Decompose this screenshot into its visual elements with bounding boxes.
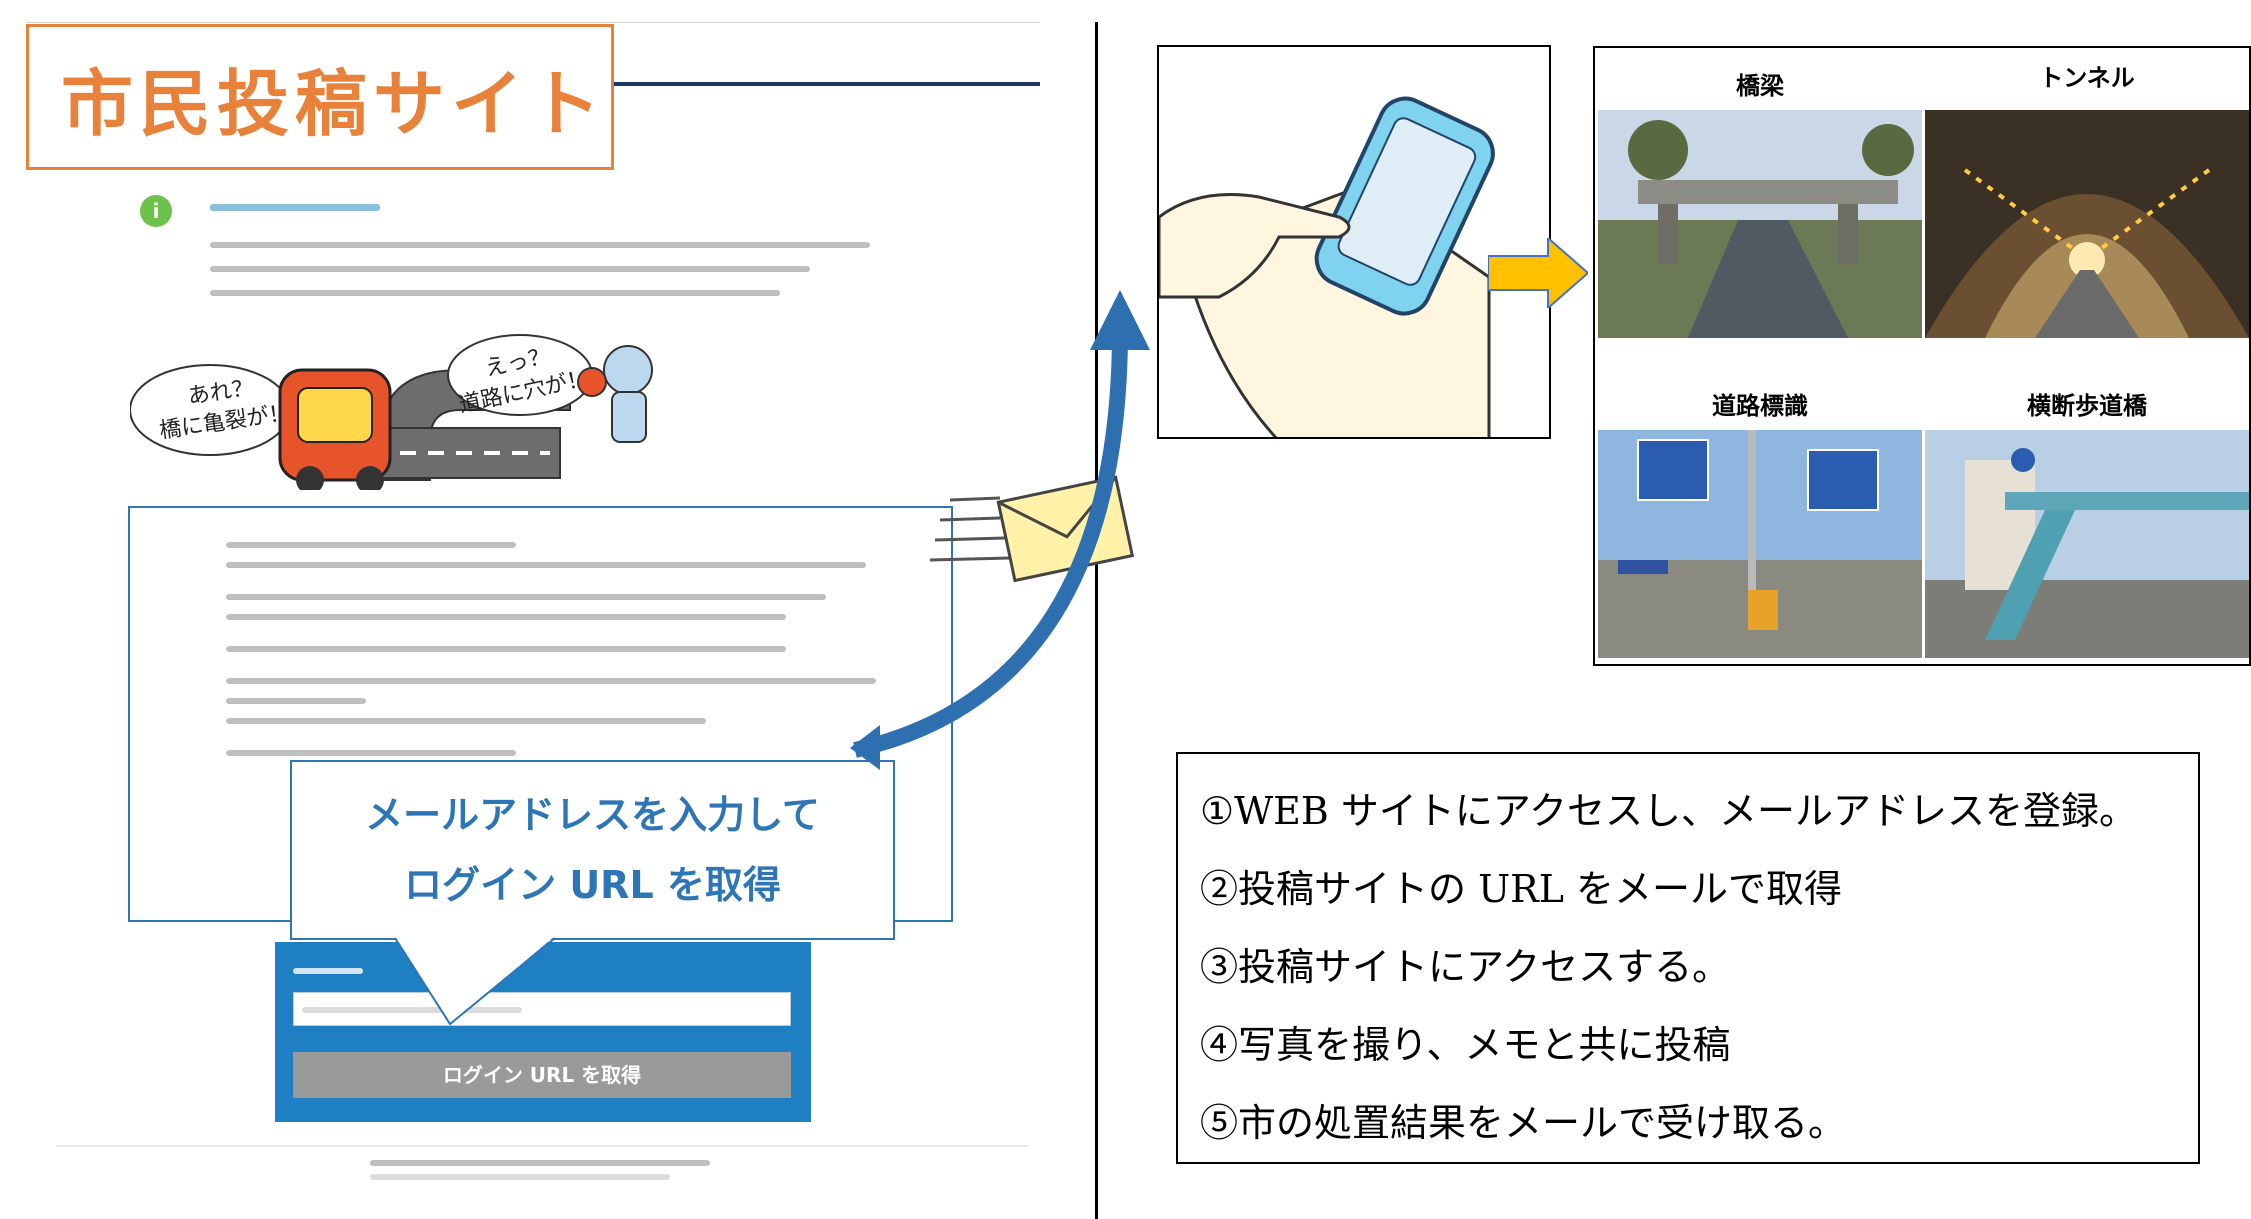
photo-tunnel xyxy=(1925,110,2249,338)
step-3: ③投稿サイトにアクセスする。 xyxy=(1200,945,1731,989)
vertical-divider xyxy=(1095,22,1098,1219)
title-rule xyxy=(614,82,1040,86)
callout-line2: ログイン URL を取得 xyxy=(404,863,781,907)
phone-illustration-panel xyxy=(1157,45,1551,439)
photo-label-pedestrian-bridge: 横断歩道橋 xyxy=(2027,392,2147,420)
bus-window xyxy=(297,387,373,443)
curved-arrow-tail xyxy=(850,725,880,770)
bus-wheel-front xyxy=(296,466,324,490)
photo-pedestrian-bridge xyxy=(1925,430,2249,658)
callout-line1: メールアドレスを入力して xyxy=(365,793,820,837)
envelope-icon xyxy=(996,475,1135,583)
photo-label-bridge: 橋梁 xyxy=(1736,72,1784,100)
info-icon: i xyxy=(140,195,172,227)
page-top-rule xyxy=(26,22,1040,23)
callout-pointer-fill xyxy=(395,936,555,1024)
photo-road-sign xyxy=(1598,430,1922,658)
curved-arrow xyxy=(853,329,1128,758)
magnifier-icon xyxy=(577,367,607,397)
character-head xyxy=(603,345,653,395)
speed-line xyxy=(949,496,1001,502)
photo-label-road-sign: 道路標識 xyxy=(1712,392,1808,420)
steps-box: ①WEB サイトにアクセスし、メールアドレスを登録。 ②投稿サイトの URL を… xyxy=(1176,752,2200,1164)
road-illustration xyxy=(130,334,653,490)
speed-line xyxy=(929,556,1011,562)
intro-paragraph-blur xyxy=(210,242,900,296)
bus-wheel-rear xyxy=(356,466,384,490)
infrastructure-photos-panel: 橋梁 トンネル 道路標識 横断歩道橋 xyxy=(1593,46,2251,666)
photo-bridge xyxy=(1598,110,1922,338)
photo-label-tunnel: トンネル xyxy=(2039,64,2135,92)
hand-with-phone-illustration xyxy=(1159,96,1495,437)
step-2: ②投稿サイトの URL をメールで取得 xyxy=(1200,867,1843,911)
hand-left xyxy=(1159,193,1351,299)
login-panel: ログイン URL を取得 xyxy=(275,942,811,1122)
speed-line xyxy=(934,536,1006,542)
email-label-blur xyxy=(293,968,363,974)
speed-line xyxy=(939,516,1001,522)
site-title-box: 市民投稿サイト xyxy=(26,24,614,170)
email-input[interactable] xyxy=(293,992,791,1026)
footer-blur xyxy=(370,1160,710,1180)
step-1: ①WEB サイトにアクセスし、メールアドレスを登録。 xyxy=(1200,789,2137,833)
smartphone-icon xyxy=(1314,96,1495,316)
character-body xyxy=(611,391,647,443)
site-title: 市民投稿サイト xyxy=(61,61,608,146)
callout-pointer xyxy=(395,936,555,1026)
callout-pointer-stroke xyxy=(395,937,555,1026)
section-heading-blur xyxy=(210,204,380,211)
step-5: ⑤市の処置結果をメールで受け取る。 xyxy=(1200,1101,1847,1145)
login-callout: メールアドレスを入力して ログイン URL を取得 xyxy=(290,760,895,940)
curved-arrow-head xyxy=(1090,290,1150,350)
footer-rule xyxy=(56,1145,1028,1147)
step-4: ④写真を撮り、メモと共に投稿 xyxy=(1200,1023,1731,1067)
mail-flow-graphic xyxy=(850,290,1150,770)
notice-list-blur xyxy=(226,542,886,782)
right-arrow-icon xyxy=(1488,238,1588,308)
get-login-url-button[interactable]: ログイン URL を取得 xyxy=(293,1052,791,1098)
